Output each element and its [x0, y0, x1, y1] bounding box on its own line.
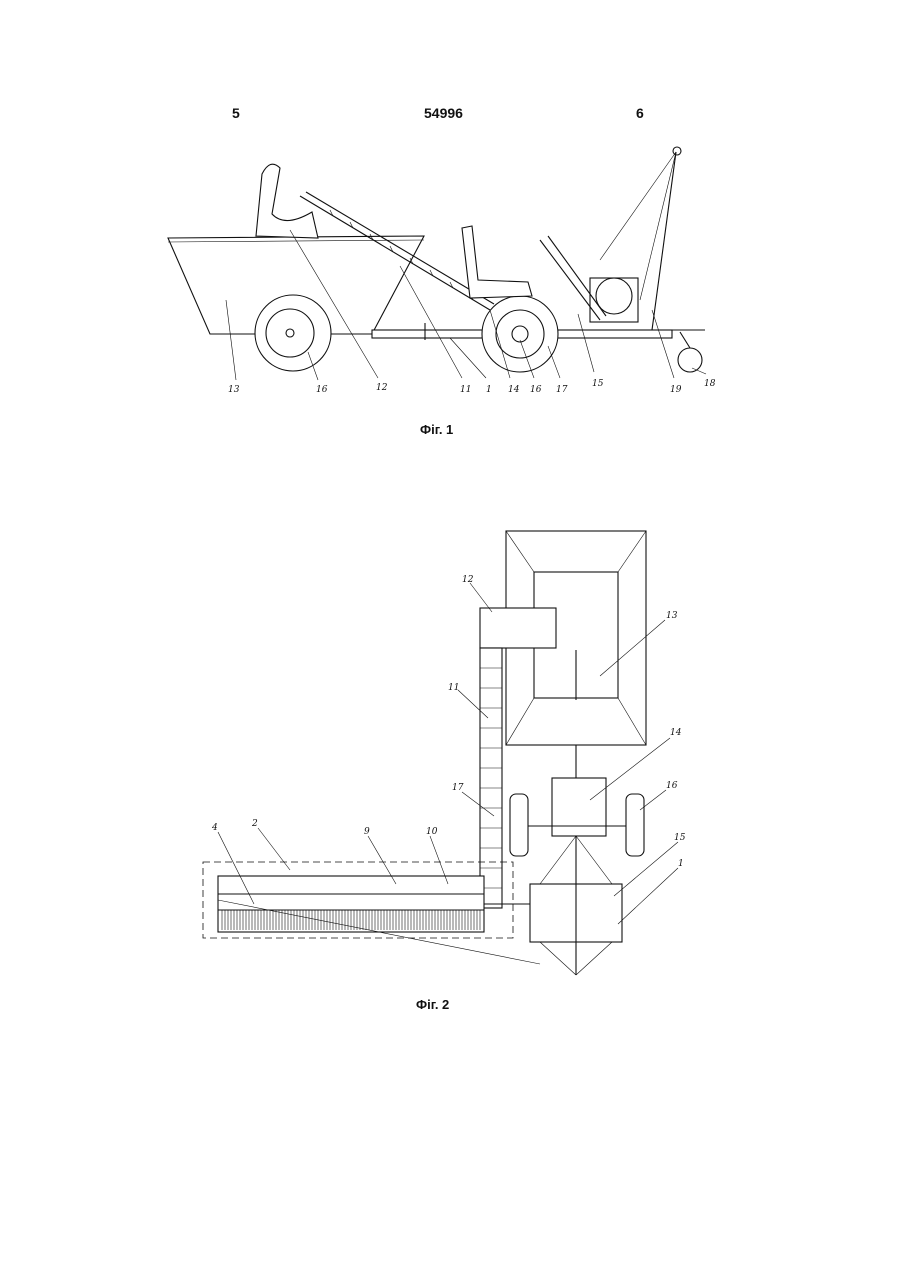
fig2-label-4: 4: [211, 823, 218, 833]
figure-2-caption: Фіг. 2: [416, 997, 449, 1012]
left-wheel-top: [510, 794, 528, 856]
fig2-label-9: 9: [364, 827, 370, 837]
conveyor-top: [480, 648, 502, 908]
fig2-label-16: 16: [666, 781, 678, 791]
engine-top: [552, 778, 606, 836]
fig2-label-15: 15: [674, 833, 686, 843]
fig2-label-12: 12: [462, 575, 474, 585]
fig2-label-1: 1: [678, 859, 684, 869]
chute-top: [480, 608, 556, 648]
fig2-label-2: 2: [251, 819, 258, 829]
fig2-label-17: 17: [452, 783, 464, 793]
brush-bristles: [222, 910, 480, 930]
fig2-label-14: 14: [670, 728, 682, 738]
right-wheel-top: [626, 794, 644, 856]
fig2-label-10: 10: [426, 827, 438, 837]
figure-2-drawing: 12 13 11 14 17 16 2 4 9 10 15 1: [0, 0, 901, 1000]
fig2-label-13: 13: [666, 611, 678, 621]
fig2-label-11: 11: [448, 683, 459, 693]
